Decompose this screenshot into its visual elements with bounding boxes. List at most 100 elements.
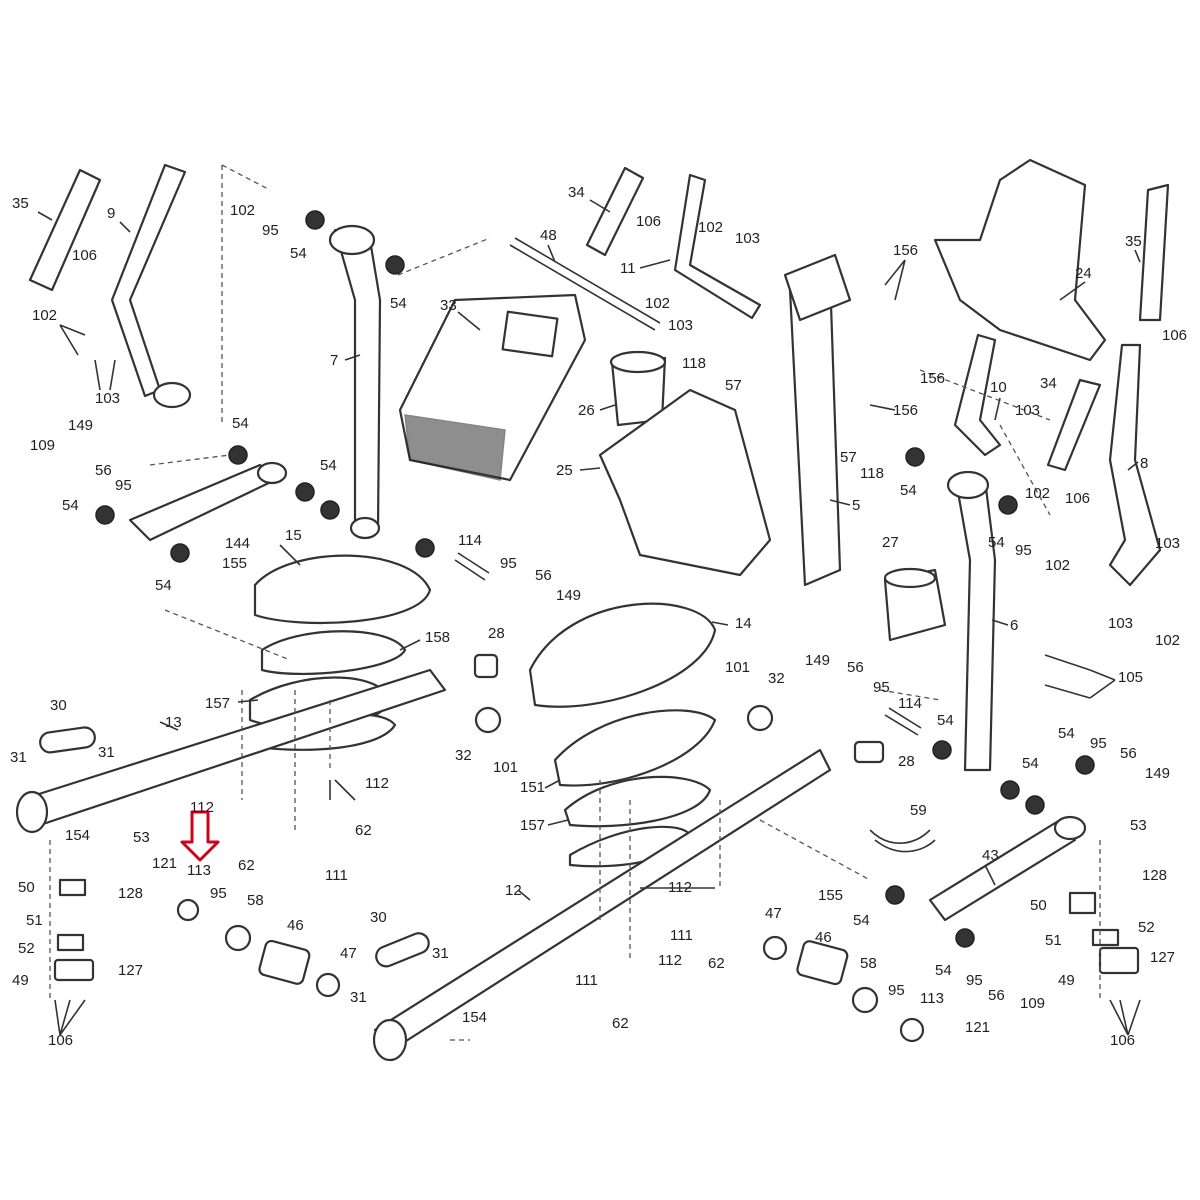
leader-line [869, 404, 896, 411]
callout-105: 105 [1118, 669, 1143, 686]
leader-line [599, 404, 616, 411]
callout-15: 15 [285, 527, 302, 544]
part-5-upright-post [788, 273, 842, 587]
callout-30: 30 [50, 697, 67, 714]
part-34-right-handle-grip [585, 166, 645, 257]
part-49-left-leveler [53, 958, 95, 982]
callout-5: 5 [852, 497, 860, 514]
callout-144: 144 [225, 535, 250, 552]
part-54-bearing [905, 447, 925, 467]
callout-95: 95 [262, 222, 279, 239]
leader-line [884, 259, 906, 301]
part-43-right-crank-arm [928, 818, 1077, 922]
leader-line [711, 621, 729, 626]
callout-95: 95 [1015, 542, 1032, 559]
part-12-rail-end [372, 1018, 408, 1062]
callout-8: 8 [1140, 455, 1148, 472]
callout-56: 56 [535, 567, 552, 584]
part-35-left-handle-grip [28, 168, 102, 292]
callout-28: 28 [898, 753, 915, 770]
leader-line [984, 864, 996, 886]
callout-106: 106 [48, 1032, 73, 1049]
callout-43: 43 [982, 847, 999, 864]
part-50-left-foot [58, 878, 87, 897]
callout-103: 103 [1155, 535, 1180, 552]
leader-line [994, 397, 1001, 421]
part-28-left-bushing [473, 653, 499, 679]
callout-10: 10 [990, 379, 1007, 396]
assembly-line [397, 237, 491, 276]
part-58-left-bearing [224, 924, 252, 952]
callout-53: 53 [133, 829, 150, 846]
callout-111: 111 [325, 867, 348, 884]
callout-95: 95 [115, 477, 132, 494]
callout-labels: 35 9 106 102 103 102 95 54 54 7 33 48 34… [10, 184, 1187, 1049]
callout-59: 59 [910, 802, 927, 819]
callout-114: 114 [458, 532, 482, 549]
leader-line [579, 467, 601, 471]
callout-32: 32 [455, 747, 472, 764]
leader-line [457, 311, 481, 331]
callout-128: 128 [118, 885, 143, 902]
callout-50: 50 [1030, 897, 1047, 914]
callout-109: 109 [1020, 995, 1045, 1012]
callout-156: 156 [920, 370, 945, 387]
assembly-line [164, 609, 291, 661]
part-6-top-boss [946, 470, 990, 500]
callout-54: 54 [853, 912, 870, 929]
leader-line [1109, 999, 1141, 1036]
callout-112: 112 [190, 799, 214, 816]
callout-149: 149 [1145, 765, 1170, 782]
callout-149: 149 [805, 652, 830, 669]
leader-line [119, 221, 131, 233]
callout-14: 14 [735, 615, 752, 632]
callout-52: 52 [18, 940, 35, 957]
leader-line [1134, 249, 1141, 263]
leader-line [59, 324, 86, 356]
leader-line [547, 819, 569, 826]
callout-54: 54 [937, 712, 954, 729]
part-46-left-sleeve [258, 939, 311, 985]
callout-95: 95 [210, 885, 227, 902]
callout-112: 112 [658, 952, 682, 969]
leader-line [159, 721, 179, 731]
callout-54: 54 [1022, 755, 1039, 772]
callout-47: 47 [340, 945, 357, 962]
callout-58: 58 [247, 892, 264, 909]
callout-54: 54 [320, 457, 337, 474]
callout-103: 103 [735, 230, 760, 247]
part-158-pedal-cushion [260, 630, 407, 675]
callout-54: 54 [62, 497, 79, 514]
callout-106: 106 [72, 247, 97, 264]
callout-106: 106 [1162, 327, 1187, 344]
callout-102: 102 [32, 307, 57, 324]
part-14-right-pedal [528, 602, 717, 708]
callout-95: 95 [966, 972, 983, 989]
callout-62: 62 [355, 822, 372, 839]
part-114-right-axle [884, 707, 922, 736]
callout-31: 31 [350, 989, 367, 1006]
part-24-console-shroud [933, 158, 1107, 362]
part-33-display-window [501, 310, 559, 358]
part-32-right-spacer [746, 704, 774, 732]
callout-157: 157 [520, 817, 545, 834]
part-54-bearing [228, 445, 248, 465]
callout-27: 27 [882, 534, 899, 551]
callout-158: 158 [425, 629, 450, 646]
part-35-right-handle-grip [1138, 183, 1170, 322]
part-50-right-foot [1068, 891, 1097, 915]
callout-62: 62 [612, 1015, 629, 1032]
part-33-grille [404, 414, 506, 481]
callout-156: 156 [893, 242, 918, 259]
part-157-right-pedal-base [563, 775, 712, 828]
part-54-bearing [295, 482, 315, 502]
part-10-left-arm-link [953, 333, 1002, 457]
callout-53: 53 [1130, 817, 1147, 834]
leader-line [589, 199, 611, 213]
callout-103: 103 [1015, 402, 1040, 419]
leader-line [544, 779, 561, 789]
callout-102: 102 [645, 295, 670, 312]
callout-118: 118 [860, 465, 884, 482]
part-26-rim [609, 350, 667, 374]
part-54-bearing [885, 885, 905, 905]
